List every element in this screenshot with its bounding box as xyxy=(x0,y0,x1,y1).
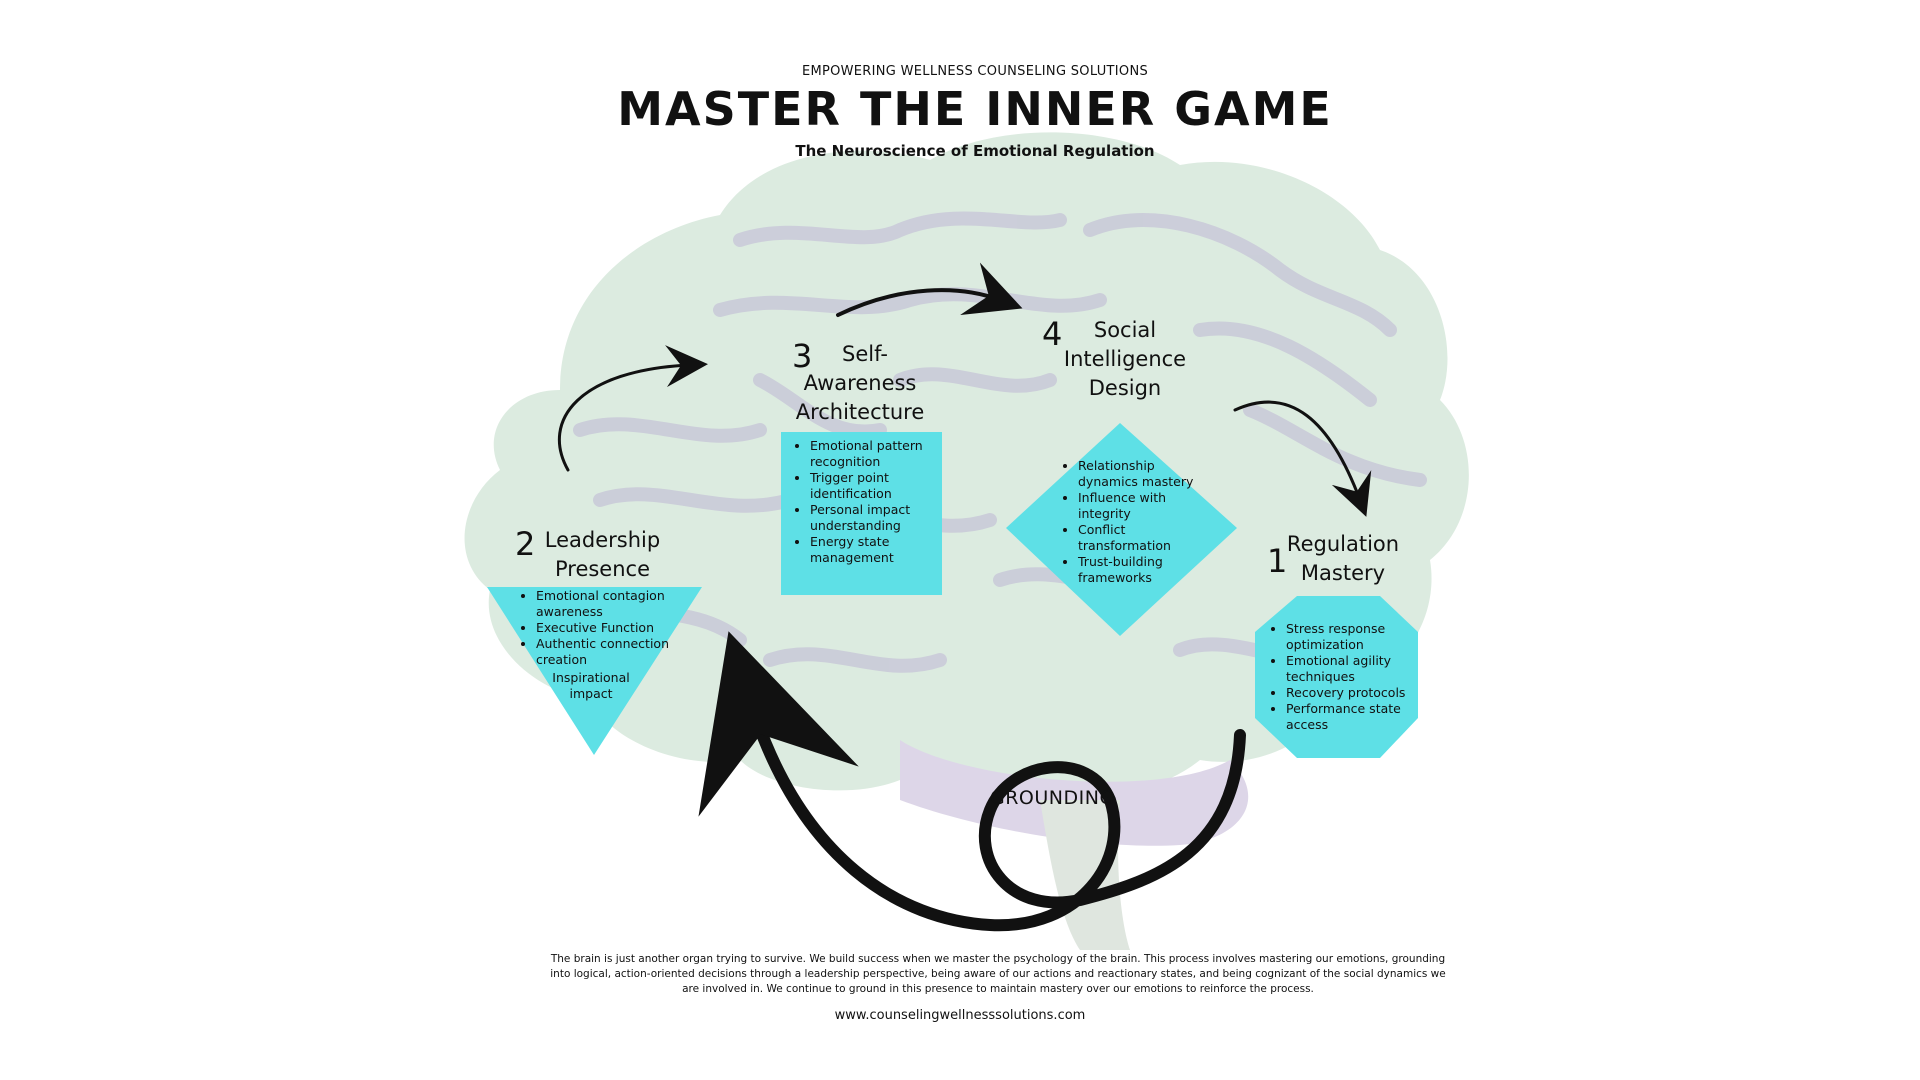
arrow-4-to-1 xyxy=(1233,400,1372,517)
grounding-label: GROUNDING xyxy=(990,787,1115,809)
stage-3-title: Self- Awareness Architecture xyxy=(790,340,930,427)
page-title: MASTER THE INNER GAME xyxy=(617,82,1333,136)
footer-url[interactable]: www.counselingwellnesssolutions.com xyxy=(834,1008,1086,1023)
stage-2-title: Leadership Presence xyxy=(530,526,675,584)
stage-2-number: 2 xyxy=(515,525,536,563)
stage-1-title-line1: Regulation xyxy=(1286,532,1400,556)
stage-3-title-line1: Self- xyxy=(842,342,888,366)
grounding-loop-arrow xyxy=(698,631,1246,932)
stage-4-title-line2: Intelligence xyxy=(1063,347,1187,371)
list-item: Energy state management xyxy=(810,534,960,566)
list-item: Relationship dynamics mastery xyxy=(1078,458,1208,490)
list-item: Influence with integrity xyxy=(1078,490,1208,522)
stage-3-list: Emotional pattern recognition Trigger po… xyxy=(790,438,960,566)
list-item: Recovery protocols xyxy=(1286,685,1436,701)
list-item: Authentic connection creation xyxy=(536,636,696,668)
stage-3-title-line3: Architecture xyxy=(795,400,925,424)
stage-4-title: Social Intelligence Design xyxy=(1055,316,1195,403)
octagon-shape-1 xyxy=(1255,596,1418,758)
triangle-shape-2 xyxy=(487,587,702,755)
stage-4-number: 4 xyxy=(1042,315,1063,353)
page-subtitle: The Neuroscience of Emotional Regulation xyxy=(795,142,1155,160)
arrow-3-to-4 xyxy=(836,262,1023,317)
rect-shape-3 xyxy=(781,432,942,595)
list-item: Emotional agility techniques xyxy=(1286,653,1436,685)
list-item: Trigger point identification xyxy=(810,470,960,502)
stage-3-number: 3 xyxy=(792,337,813,375)
stage-3-title-line2: Awareness xyxy=(803,371,917,395)
arrow-2-to-3 xyxy=(557,345,708,472)
list-item: Emotional contagion awareness xyxy=(536,588,696,620)
stage-1-number: 1 xyxy=(1267,542,1288,580)
stage-2-extra: Inspirational impact xyxy=(552,670,630,701)
header-kicker: EMPOWERING WELLNESS COUNSELING SOLUTIONS xyxy=(801,64,1149,79)
list-item: Personal impact understanding xyxy=(810,502,960,534)
list-item: Executive Function xyxy=(536,620,696,636)
list-item: Trust-building frameworks xyxy=(1078,554,1208,586)
stage-1-title-line2: Mastery xyxy=(1300,561,1386,585)
stage-4-title-line1: Social xyxy=(1093,318,1157,342)
diamond-shape-4 xyxy=(1006,423,1237,636)
list-item: Stress response optimization xyxy=(1286,621,1436,653)
stage-4-title-line3: Design xyxy=(1088,376,1162,400)
stage-2-title-line2: Presence xyxy=(554,557,651,581)
list-item: Performance state access xyxy=(1286,701,1436,733)
stage-4-list: Relationship dynamics mastery Influence … xyxy=(1060,458,1208,586)
list-item: Emotional pattern recognition xyxy=(810,438,960,470)
stage-2-title-line1: Leadership xyxy=(544,528,661,552)
brain-stem-shape xyxy=(1040,800,1130,950)
stage-1-list: Stress response optimization Emotional a… xyxy=(1268,621,1436,733)
stage-1-title: Regulation Mastery xyxy=(1278,530,1408,588)
list-item: Conflict transformation xyxy=(1078,522,1208,554)
footer-description: The brain is just another organ trying t… xyxy=(550,953,1446,995)
stage-2-list: Emotional contagion awareness Executive … xyxy=(518,588,696,668)
